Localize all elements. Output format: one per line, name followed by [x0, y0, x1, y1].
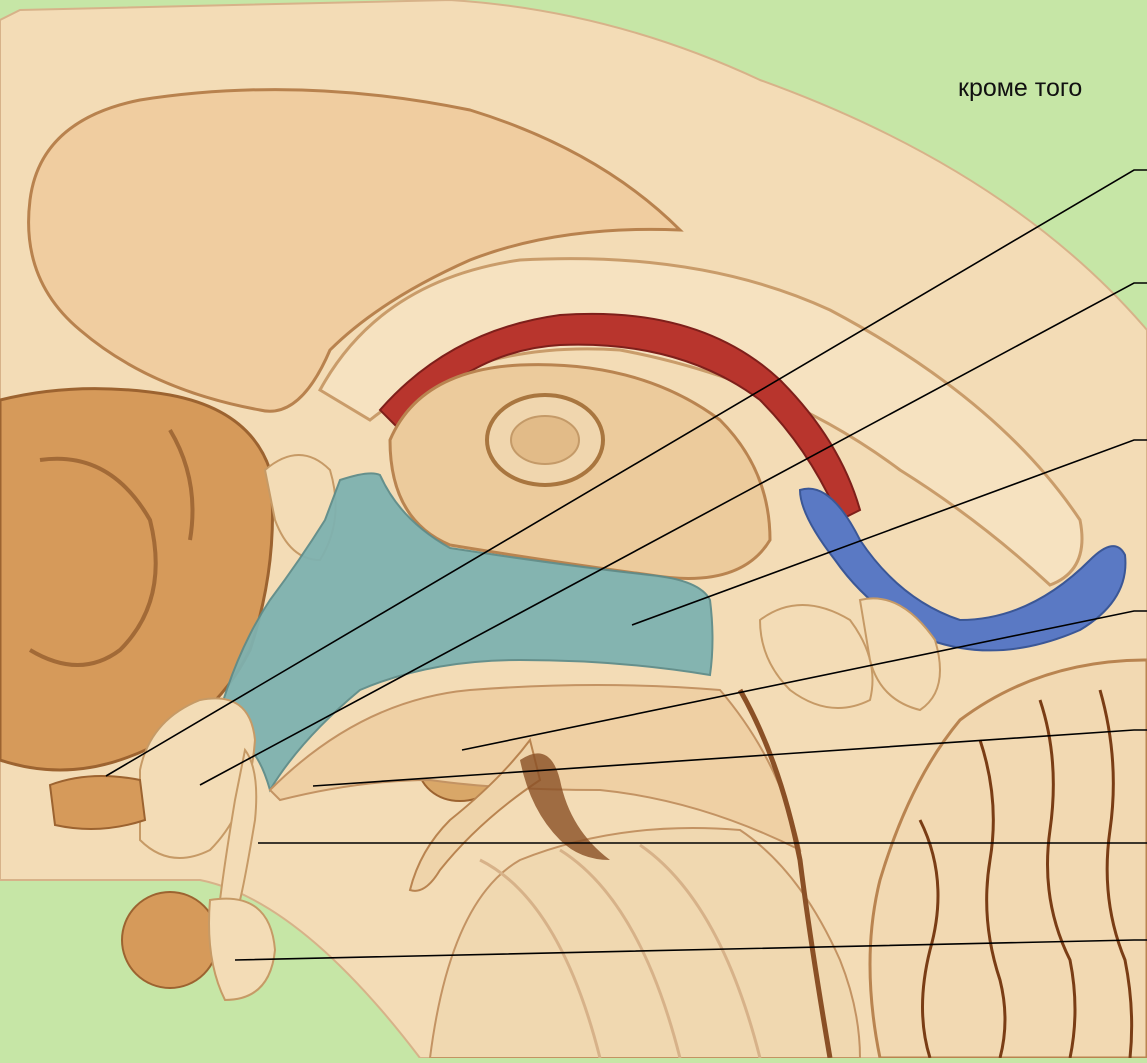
caption-text: кроме того: [958, 74, 1082, 103]
optic-nerve: [50, 776, 145, 829]
pituitary-anterior: [122, 892, 218, 988]
adhesion-core: [511, 416, 579, 464]
